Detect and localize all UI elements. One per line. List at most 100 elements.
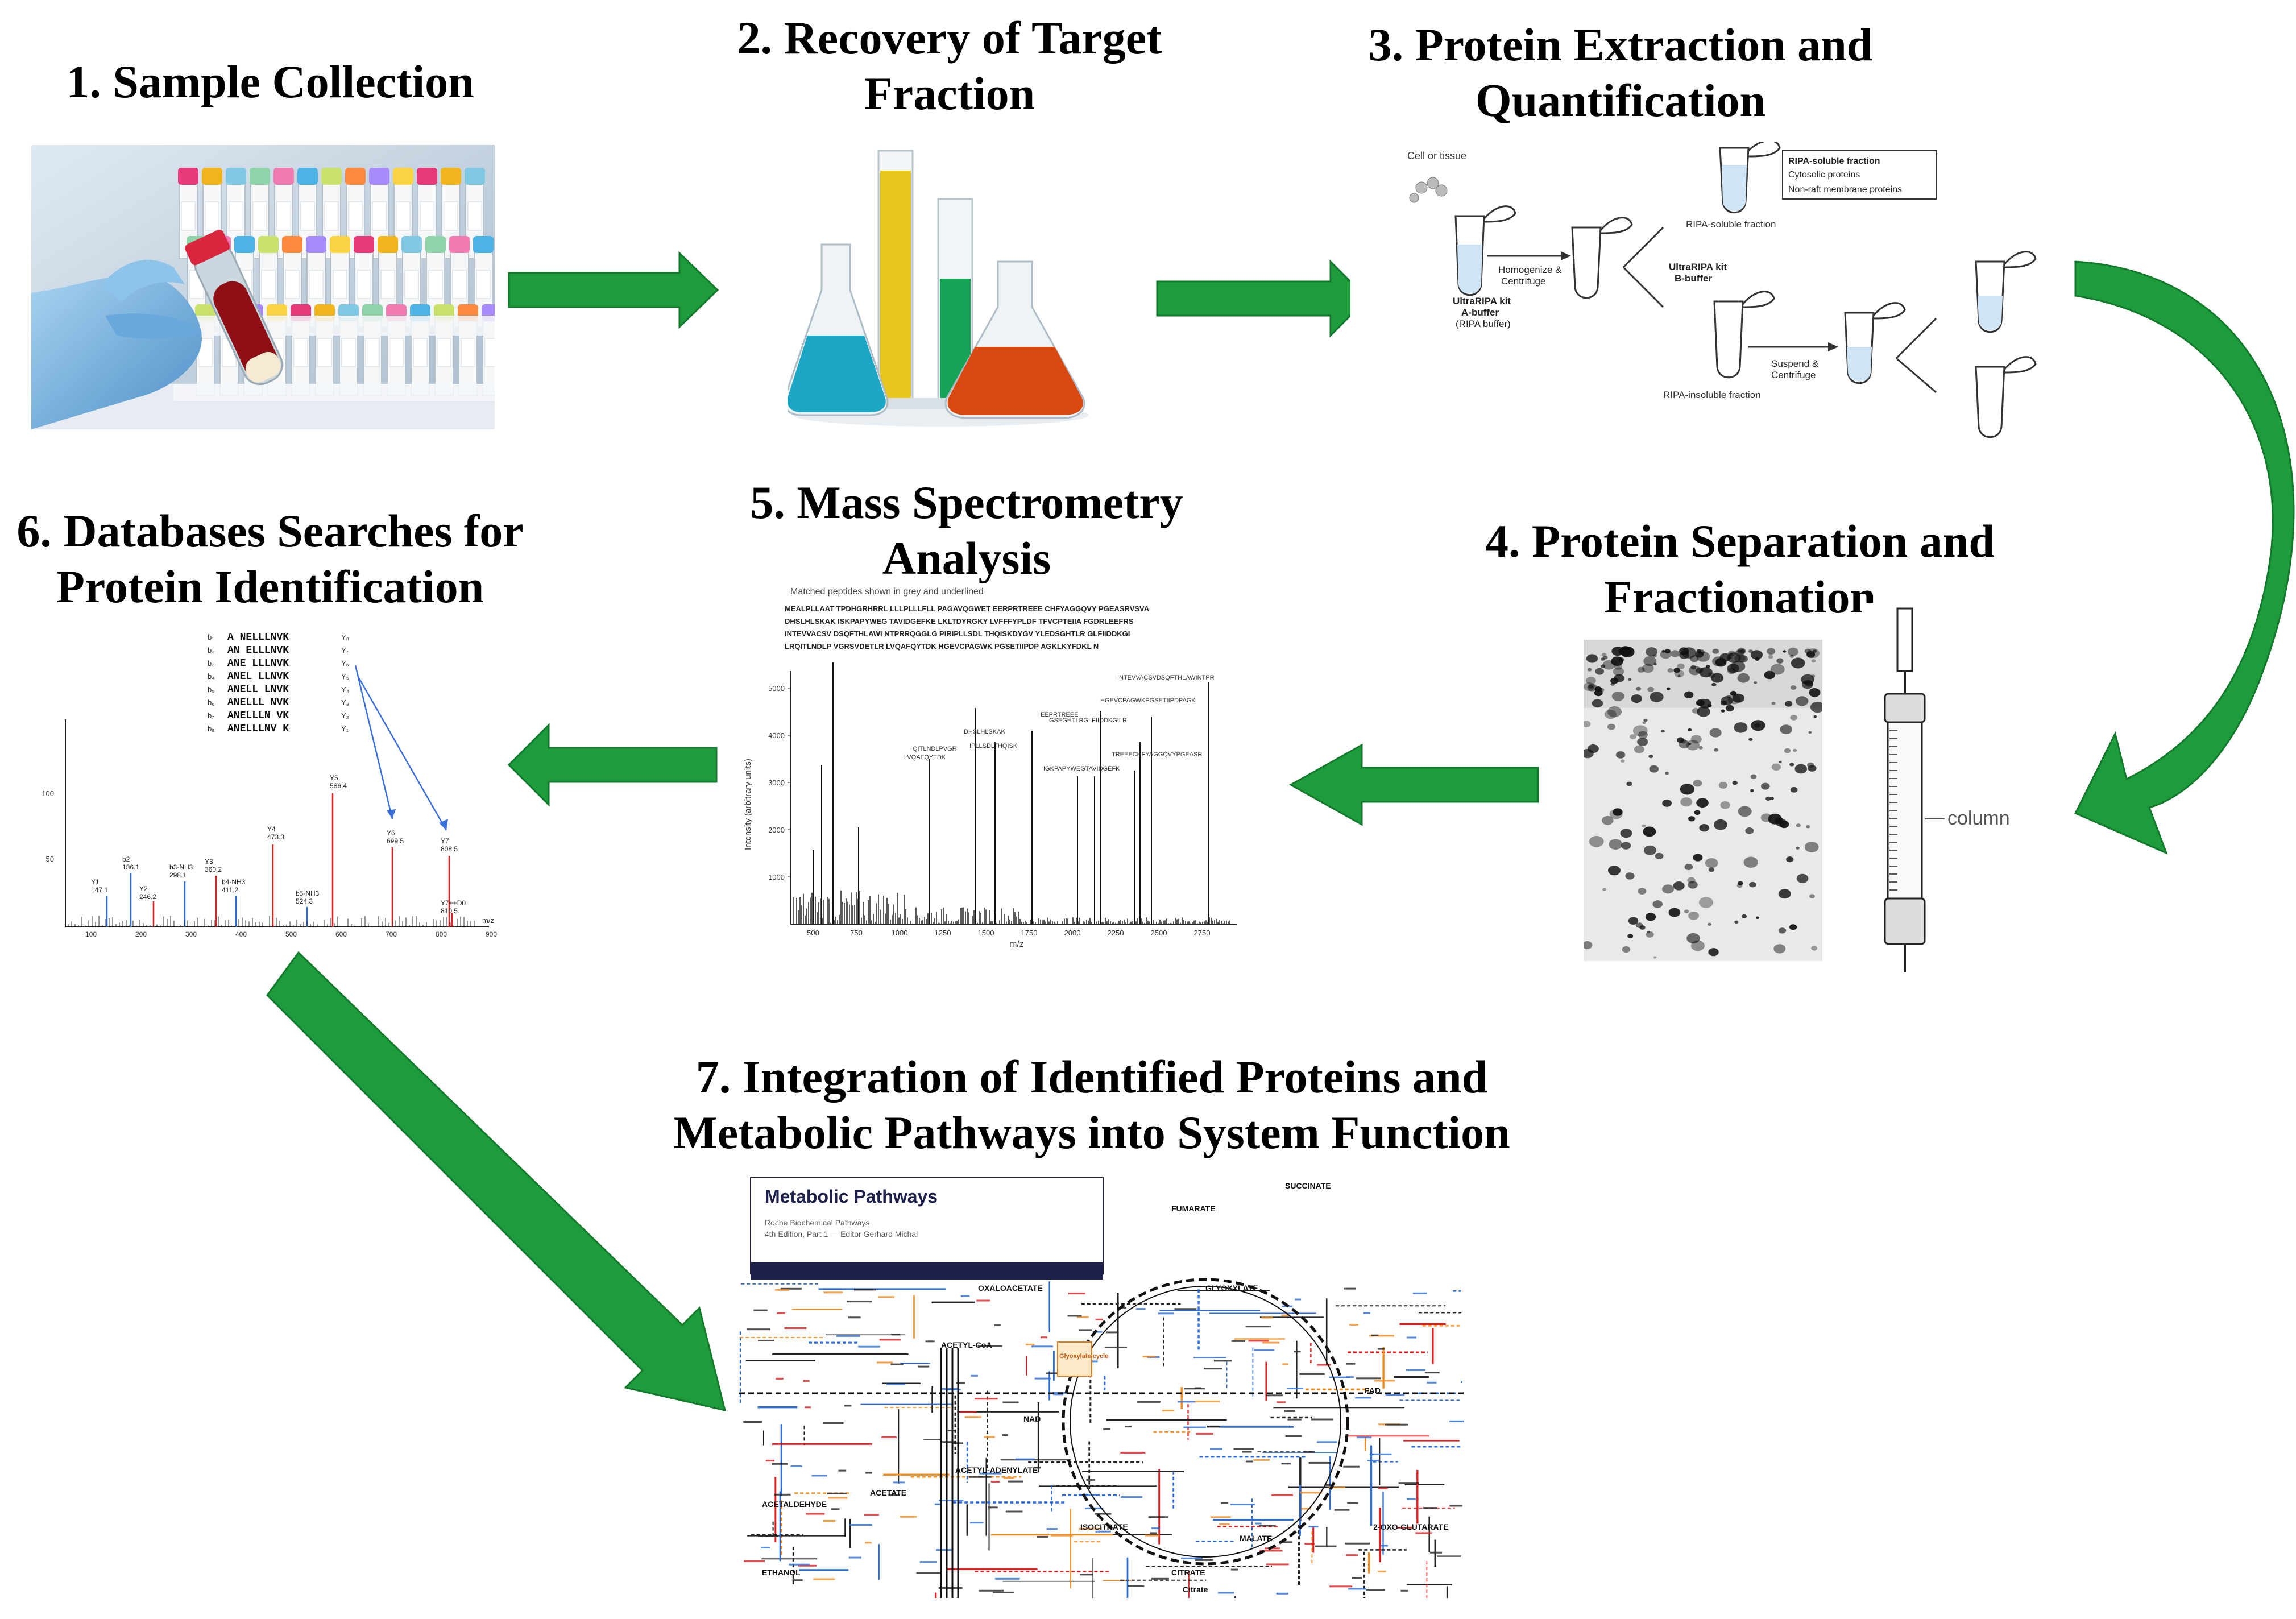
tube-cap (441, 168, 461, 185)
tube-cap (178, 168, 198, 185)
db-xtick: 400 (235, 930, 247, 938)
y-ion-label: Y₆ (341, 659, 349, 668)
gel-spot (1635, 686, 1642, 691)
pathway-text-mark (823, 1520, 836, 1522)
pathway-text-mark (1026, 1343, 1035, 1345)
gel-spot (1783, 650, 1787, 653)
pathway-text-mark (988, 1506, 998, 1509)
pathway-label: 2-OXO-GLUTARATE (1373, 1522, 1448, 1531)
pathway-text-mark (1002, 1401, 1019, 1403)
tube-label (309, 270, 324, 299)
b-ion-label: b₇ (208, 711, 214, 720)
gel-spot (1661, 649, 1665, 653)
tube-cap (401, 236, 422, 253)
gel-spot (1811, 674, 1816, 678)
pathway-text-mark (827, 1492, 847, 1494)
gel-spot (1749, 881, 1756, 888)
pathway-text-mark (848, 1316, 861, 1319)
pathway-text-mark (1295, 1298, 1302, 1301)
gel-spot (1611, 647, 1624, 656)
pathway-text-mark (774, 1289, 790, 1291)
tube-cap (258, 236, 279, 253)
gel-spot (1592, 699, 1603, 708)
gel-spot (1784, 748, 1791, 753)
gel-spot (1698, 746, 1703, 750)
gel-spot (1679, 647, 1689, 655)
pathway-text-mark (1369, 1453, 1392, 1455)
pathway-label: ACETYL-CoA (941, 1340, 992, 1349)
pathway-text-mark (979, 1472, 1002, 1475)
pathway-text-mark (1266, 1394, 1283, 1397)
step-1-title: 1. Sample Collection (26, 54, 515, 110)
step-5-title-line-1: 5. Mass Spectrometry (750, 477, 1183, 528)
ms-ytick: 4000 (768, 731, 785, 740)
pathway-text-mark (1255, 1522, 1262, 1525)
gel-spot (1711, 673, 1724, 683)
gel-spot (1730, 690, 1737, 696)
gel-spot (1584, 941, 1593, 949)
pathway-text-mark (1213, 1360, 1232, 1362)
pathway-text-mark (784, 1327, 807, 1329)
gel-spot (1687, 877, 1696, 884)
ms-peak-label: IPLLSDLTHQISK (969, 743, 1018, 750)
gel-spot (1694, 810, 1701, 815)
pathway-text-mark (940, 1388, 958, 1390)
gel-spot (1655, 852, 1664, 860)
gel-spot (1790, 714, 1798, 721)
gel-spot (1674, 669, 1684, 678)
pathway-text-mark (1406, 1369, 1426, 1371)
step-5-title-line-2: Analysis (882, 532, 1051, 584)
buffer-a-line-2: A-buffer (1461, 307, 1499, 318)
pathway-text-mark (934, 1503, 941, 1505)
pathway-label: Citrate (1183, 1585, 1208, 1594)
tube-cap (234, 236, 255, 253)
gel-spot (1688, 912, 1699, 920)
gel-spot (1708, 867, 1715, 872)
pathway-text-mark (1345, 1542, 1370, 1545)
step-6-title: 6. Databases Searches for Protein Identi… (9, 503, 532, 615)
db-peak-label: Y1 (91, 878, 100, 886)
pathway-text-mark (865, 1542, 872, 1544)
tube-cap (378, 236, 398, 253)
gel-spot (1637, 666, 1645, 673)
gel-spot (1604, 709, 1617, 719)
gel-spot (1688, 816, 1696, 822)
tube-cap (345, 168, 366, 185)
pathway-text-mark (1424, 1372, 1440, 1374)
gel-spot (1626, 781, 1632, 786)
pathway-label: MALATE (1240, 1534, 1272, 1543)
gel-spot (1620, 829, 1632, 838)
pathway-text-mark (1005, 1510, 1023, 1513)
pathway-text-mark (1178, 1401, 1196, 1403)
gel-spot (1771, 702, 1776, 705)
pathway-text-mark (878, 1296, 894, 1298)
gel-spot (1645, 913, 1656, 921)
gel-spot (1786, 856, 1794, 863)
pathway-text-mark (1325, 1484, 1332, 1486)
gel-spot (1585, 676, 1596, 685)
db-peak-mass: 186.1 (122, 863, 139, 871)
pathway-text-mark (753, 1309, 768, 1311)
pathway-text-mark (1002, 1434, 1008, 1436)
gel-spot (1684, 691, 1694, 699)
pathway-text-mark (746, 1328, 770, 1331)
pathway-text-mark (1015, 1458, 1035, 1460)
db-peak-label: Y6 (387, 829, 395, 837)
pathway-text-mark (1121, 1496, 1143, 1498)
db-peak-label: Y3 (205, 858, 213, 866)
pathway-text-mark (792, 1579, 803, 1581)
db-peak-mass: 411.2 (222, 886, 238, 894)
pathway-text-mark (1067, 1315, 1082, 1317)
pathway-text-mark (854, 1289, 876, 1291)
pathway-text-mark (919, 1561, 937, 1563)
gel-spot (1621, 842, 1631, 850)
gel-spot (1642, 664, 1654, 673)
pathway-text-mark (1355, 1397, 1371, 1399)
buffer-b-line-2: B-buffer (1675, 273, 1712, 284)
pathway-label: ACETYL-ADENYLATE (955, 1465, 1038, 1475)
gel-spot (1767, 648, 1776, 655)
pathway-text-mark (1230, 1568, 1238, 1571)
gel-spot (1627, 934, 1634, 939)
tube-cap (369, 168, 389, 185)
